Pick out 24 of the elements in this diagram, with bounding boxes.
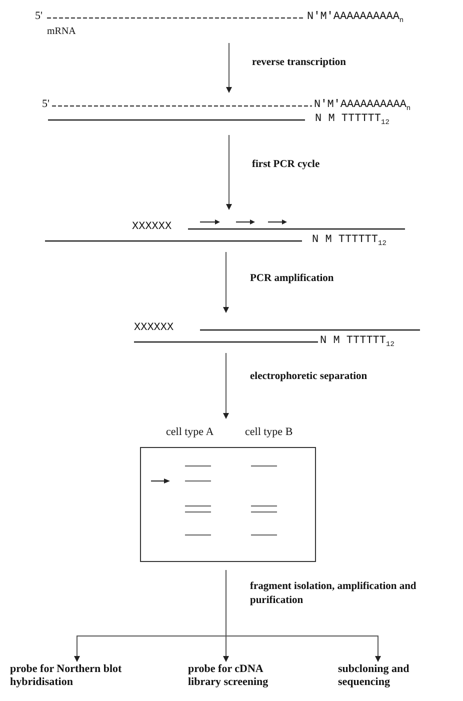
lane-label: cell type B <box>245 426 293 438</box>
edge-label: reverse transcription <box>252 56 346 70</box>
sequence-label: XXXXXX <box>134 322 174 334</box>
outcome-label: subcloning and sequencing <box>338 663 410 690</box>
lane-label: cell type A <box>166 426 214 438</box>
sequence-label: N M TTTTTT$_{12}$ <box>320 335 394 350</box>
arrow <box>223 252 229 313</box>
sequence-label: N M TTTTTT$_{12}$ <box>312 234 386 249</box>
edge-label: PCR amplification <box>250 272 334 286</box>
edge-label: first PCR cycle <box>252 158 320 172</box>
sequence-label: N'M'AAAAAAAAAA$_{n}$ <box>314 99 411 114</box>
outcome-label: probe for cDNA library screening <box>188 663 270 690</box>
strand-label: mRNA <box>47 26 76 37</box>
edge-label: electrophoretic separation <box>250 370 368 384</box>
outcome-label: probe for Northern blot hybridisation <box>10 663 123 690</box>
strand-label: 5' <box>42 98 50 110</box>
arrow <box>226 134 232 210</box>
sequence-label: XXXXXX <box>132 221 172 234</box>
sequence-label: N M TTTTTT$_{12}$ <box>315 113 390 128</box>
arrow <box>223 352 229 419</box>
strand-label: 5' <box>35 10 42 22</box>
arrow <box>226 570 381 662</box>
arrow <box>226 42 232 93</box>
sequence-label: N'M'AAAAAAAAAA$_{n}$ <box>307 11 404 26</box>
